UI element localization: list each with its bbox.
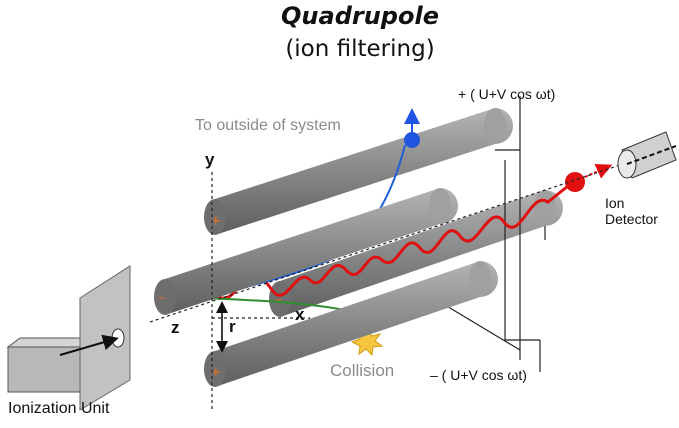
page-title: Quadrupole: [281, 2, 439, 30]
detected-ion: [565, 172, 585, 192]
axes: [149, 164, 621, 410]
ejected-ion: [404, 132, 420, 148]
collision-label: Collision: [330, 361, 395, 380]
rod-top: +: [204, 108, 513, 235]
voltage-positive-label: + ( U+V cos ωt): [458, 86, 556, 102]
axis-y-label: y: [205, 150, 215, 169]
rod-bottom: +: [204, 261, 498, 387]
svg-text:+: +: [210, 213, 222, 229]
svg-text:+: +: [210, 364, 222, 380]
voltage-negative-label: – ( U+V cos ωt): [430, 367, 527, 383]
axis-r-label: r: [229, 317, 236, 336]
entrance-plate: [79, 265, 131, 411]
ion-to-detector-arrow: [584, 163, 613, 179]
ion-detector-label-line1: Ion: [605, 195, 625, 211]
axis-z-label: z: [171, 318, 180, 337]
ion-detector-icon: [617, 131, 677, 179]
to-outside-label: To outside of system: [195, 117, 341, 134]
voltage-wiring: [419, 96, 546, 372]
page-subtitle: (ion filtering): [285, 36, 435, 62]
ion-detector-label-line2: Detector: [605, 211, 658, 227]
ionization-unit-label: Ionization Unit: [8, 400, 110, 417]
rod-left: –: [154, 188, 458, 315]
axis-x-label: x: [295, 305, 305, 324]
svg-text:–: –: [158, 290, 165, 306]
svg-text:–: –: [275, 292, 282, 308]
ion-injection-arrow: [59, 334, 119, 356]
